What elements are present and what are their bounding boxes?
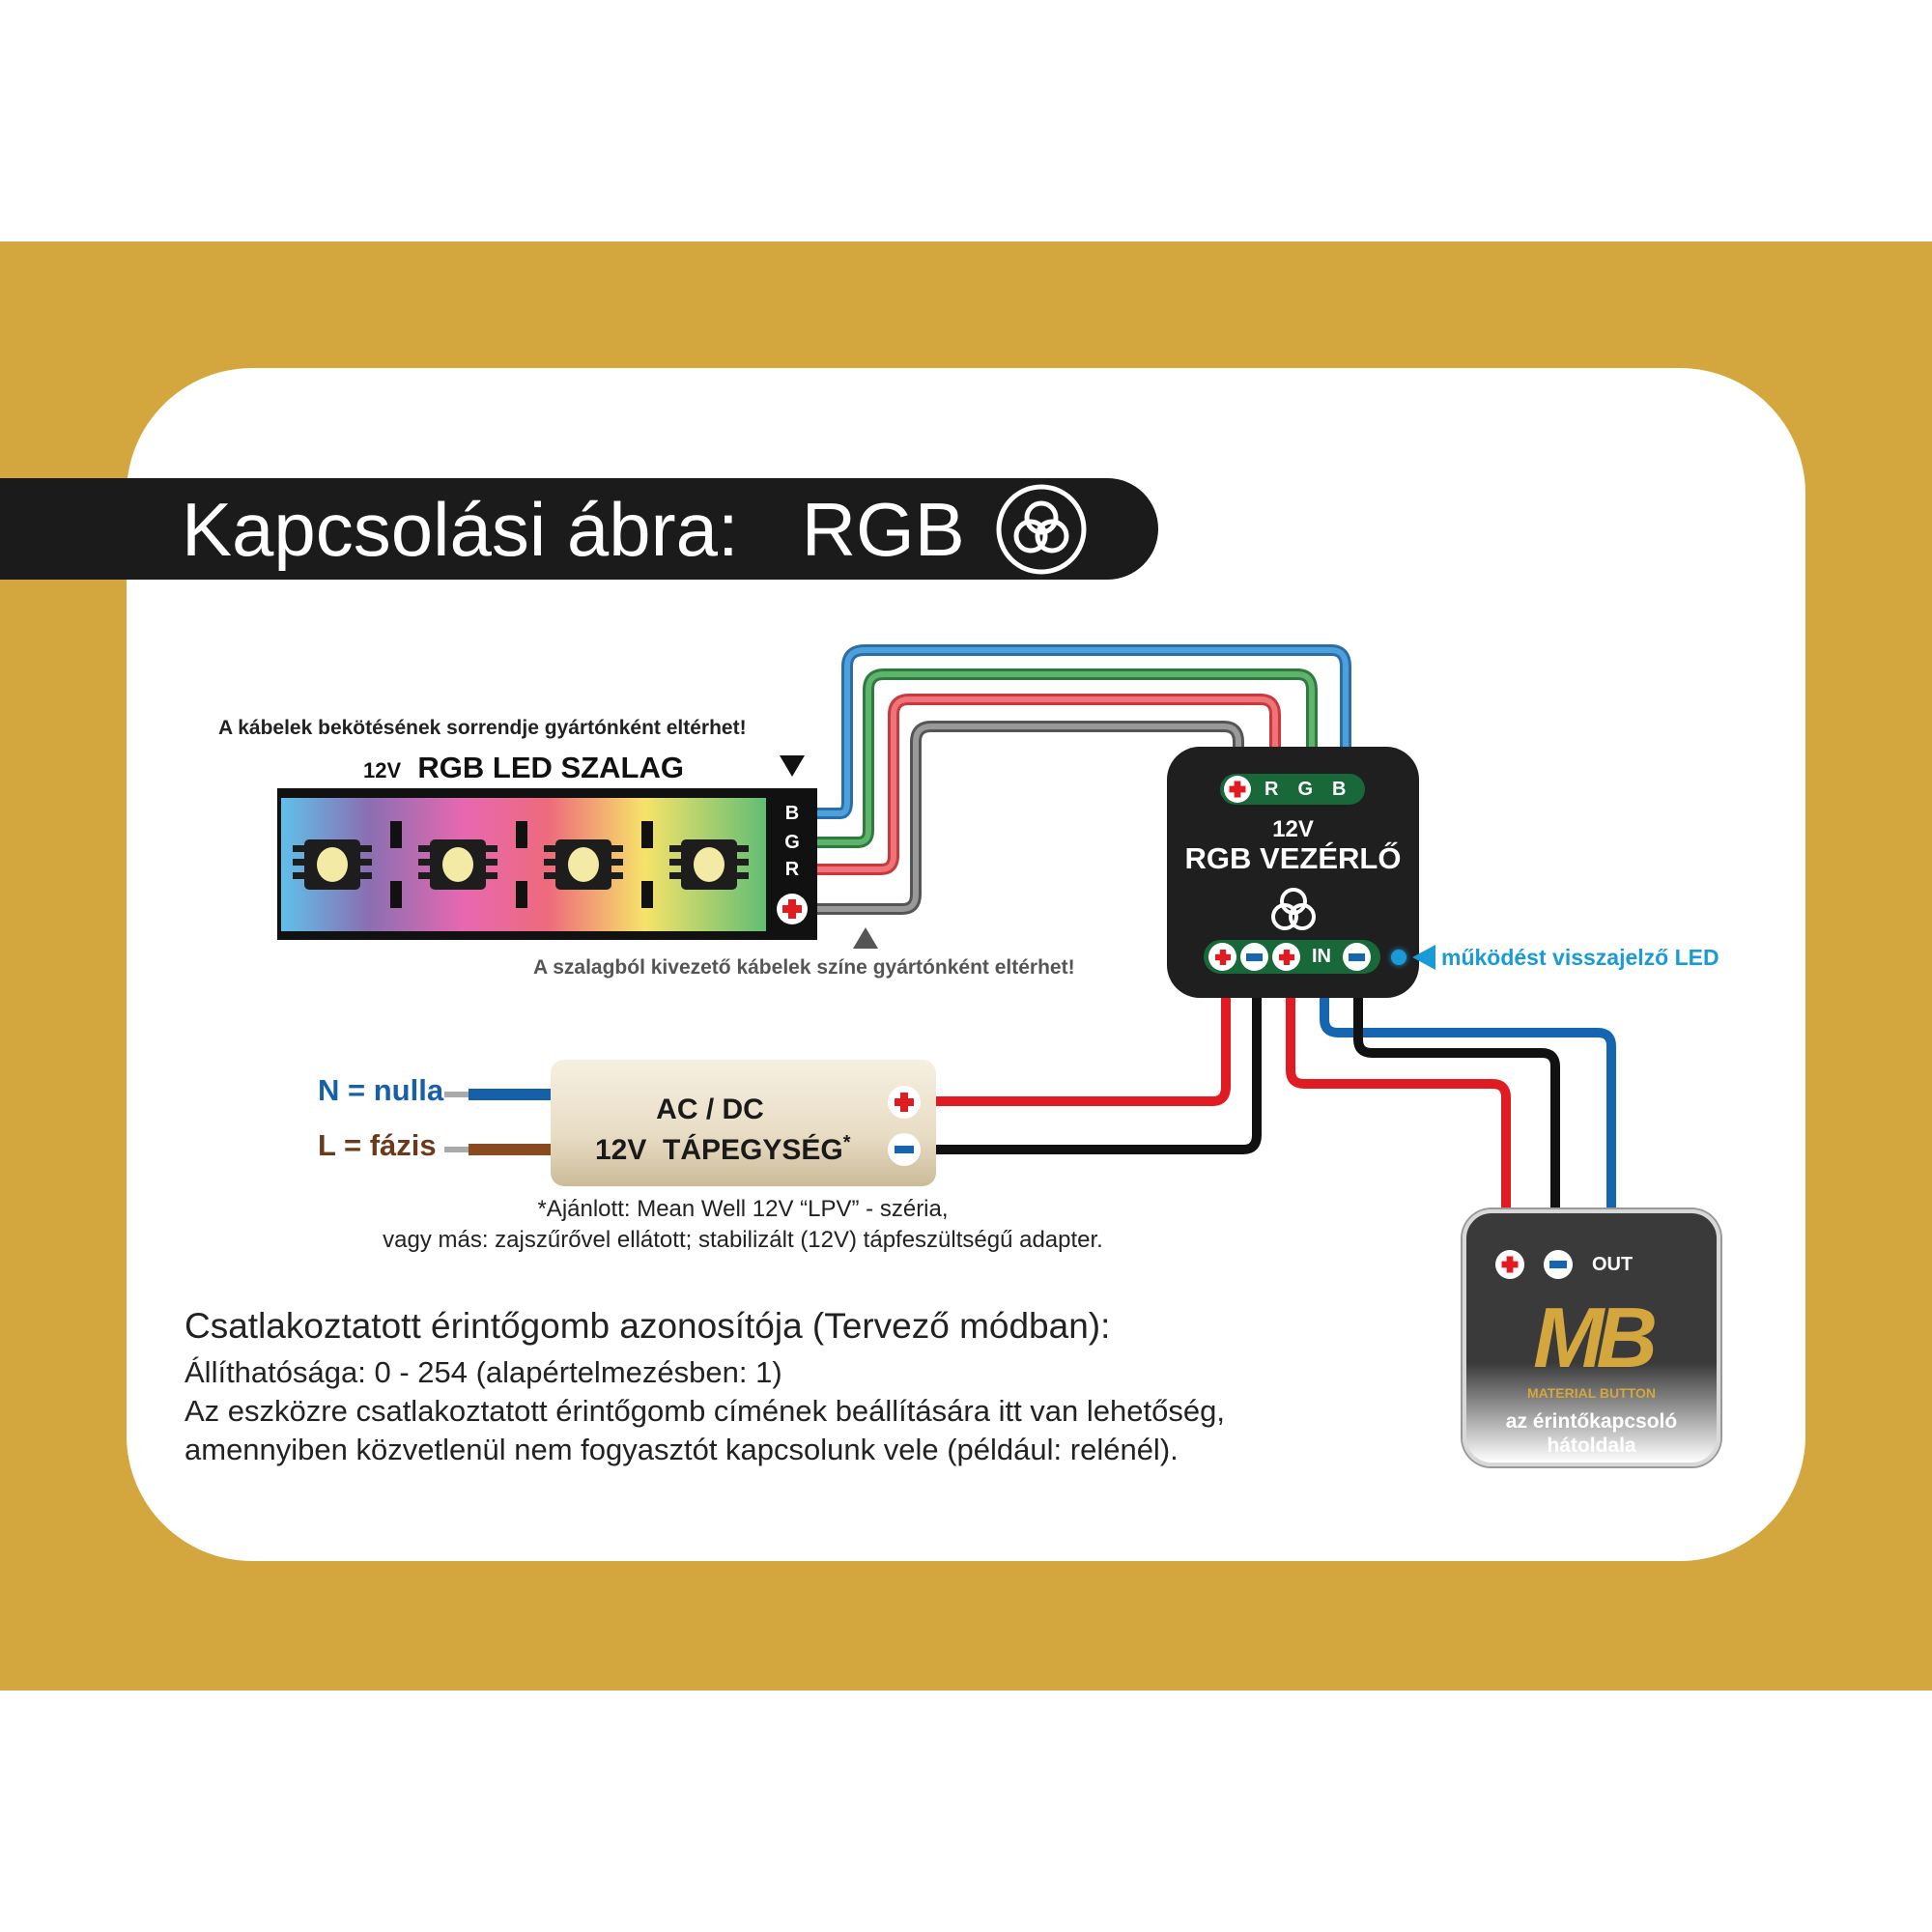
minus-icon (1544, 1250, 1573, 1279)
led-chip (555, 839, 611, 890)
led-chip (304, 839, 360, 890)
psu-name-text: 12V TÁPEGYSÉG (595, 1134, 843, 1166)
plus-icon (777, 894, 808, 924)
arrow-up-marker (853, 927, 878, 949)
page-title: Kapcsolási ábra: RGB (182, 486, 965, 574)
psu-type: AC / DC (656, 1094, 764, 1125)
wire-psu-plus (936, 998, 1231, 1106)
psu-footnote-2: vagy más: zajszűrővel ellátott; stabiliz… (383, 1227, 1103, 1253)
psu-name: 12V TÁPEGYSÉG* (595, 1132, 851, 1167)
out-label: OUT (1592, 1254, 1634, 1275)
strip-name: RGB LED SZALAG (417, 751, 684, 784)
plus-icon (888, 1086, 921, 1119)
led-chip (430, 839, 486, 890)
pin-label-g: G (784, 832, 800, 853)
input-terminal: IN (1204, 940, 1380, 974)
terminal-b: B (1332, 778, 1347, 800)
pin-label-b: B (784, 803, 800, 824)
rgb-rings-icon (996, 484, 1087, 575)
plus-icon (1495, 1250, 1524, 1279)
brand-label: MATERIAL BUTTON (1527, 1385, 1656, 1401)
arrow-down-marker (780, 755, 805, 777)
psu-footnote-1: *Ajánlott: Mean Well 12V “LPV” - széria, (537, 1196, 949, 1222)
terminal-g: G (1297, 778, 1314, 800)
rgb-rings-icon (1271, 888, 1316, 930)
strip-voltage: 12V (363, 758, 402, 782)
power-supply: AC / DC 12V TÁPEGYSÉG* (551, 1060, 936, 1186)
minus-icon (1343, 943, 1371, 971)
cut-mark (516, 821, 527, 848)
cut-mark (390, 881, 402, 908)
info-line-3: amennyiben közvetlenül nem fogyasztót ka… (185, 1433, 1179, 1466)
caption-line-1: az érintőkapcsoló (1505, 1410, 1678, 1433)
minus-icon (888, 1133, 921, 1166)
wire-red-data (817, 694, 1281, 875)
plus-icon (1224, 776, 1251, 803)
mb-logo: MB (1533, 1290, 1658, 1385)
pin-label-r: R (784, 859, 800, 880)
status-led-note: működést visszajelző LED (1441, 945, 1719, 970)
title-bar (0, 478, 1158, 580)
terminal-r: R (1264, 778, 1279, 800)
controller-voltage: 12V (1272, 816, 1314, 842)
wire-button-plus (1286, 998, 1511, 1209)
wire-blue-data (817, 644, 1351, 819)
cut-mark (641, 881, 653, 908)
terminal-in: IN (1312, 946, 1331, 967)
wire-gray-data (817, 721, 1244, 915)
cut-mark (641, 821, 653, 848)
material-button-back: OUT MB MATERIAL BUTTON az érintőkapcsoló… (1463, 1209, 1720, 1466)
pointer-arrow-icon (1412, 945, 1435, 970)
status-led-dot (1391, 950, 1406, 965)
cut-mark (390, 821, 402, 848)
caption-line-2: hátoldala (1547, 1435, 1636, 1457)
title-rgb: RGB (801, 487, 965, 572)
output-terminal: R G B (1220, 774, 1365, 805)
wire-green-data (817, 668, 1318, 848)
plus-icon (1208, 943, 1236, 971)
neutral-label: N = nulla (318, 1073, 444, 1107)
strip-title: 12V RGB LED SZALAG (363, 751, 684, 785)
wire-button-black (1353, 998, 1560, 1209)
plus-icon (1272, 943, 1300, 971)
info-line-2: Az eszközre csatlakoztatott érintőgomb c… (185, 1394, 1225, 1428)
led-chip (681, 839, 737, 890)
title-text: Kapcsolási ábra: (182, 487, 739, 572)
info-heading: Csatlakoztatott érintőgomb azonosítója (… (185, 1306, 1111, 1346)
psu-asterisk: * (842, 1132, 851, 1153)
led-strip-gradient (281, 798, 766, 931)
cut-mark (516, 881, 527, 908)
minus-icon (1240, 943, 1268, 971)
info-line-1: Állíthatósága: 0 - 254 (alapértelmezésbe… (185, 1355, 782, 1389)
wire-psu-minus (936, 998, 1262, 1154)
wire-button-blue (1320, 998, 1616, 1209)
led-strip: B G R (277, 788, 817, 940)
order-note: A kábelek bekötésének sorrendje gyártónk… (218, 717, 747, 739)
color-note: A szalagból kivezető kábelek színe gyárt… (533, 956, 1075, 979)
controller-name: RGB VEZÉRLŐ (1184, 841, 1402, 875)
rgb-controller: R G B 12V RGB VEZÉRLŐ IN (1167, 747, 1419, 998)
phase-label: L = fázis (318, 1128, 437, 1162)
